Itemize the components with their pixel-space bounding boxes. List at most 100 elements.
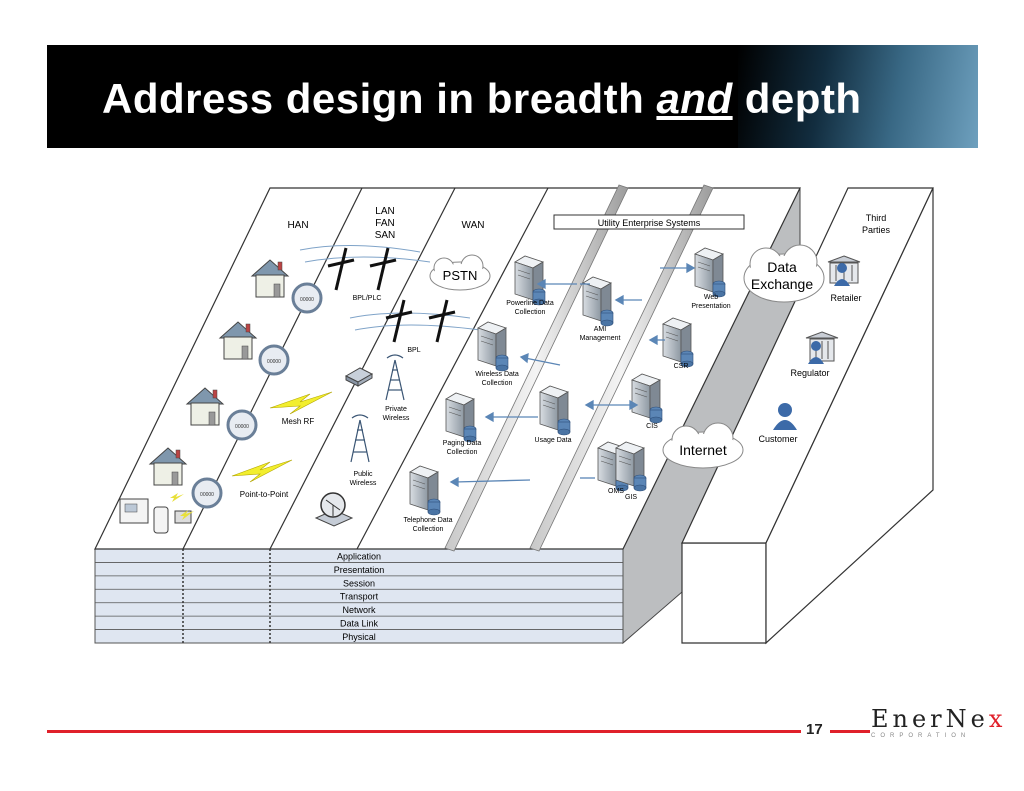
osi-layer-label: Data Link bbox=[340, 619, 379, 629]
logo-subtitle: CORPORATION bbox=[871, 733, 971, 739]
osi-layer-label: Presentation bbox=[334, 565, 385, 575]
satellite-dish-icon bbox=[314, 492, 354, 527]
router-icon bbox=[344, 367, 374, 387]
telephone-label-2: Collection bbox=[413, 526, 444, 533]
meter-reading: 00000 bbox=[300, 297, 314, 303]
house-icon bbox=[250, 259, 290, 298]
cis-label: CIS bbox=[646, 423, 658, 430]
bpl-label: BPL bbox=[407, 347, 420, 354]
meter-reading: 00000 bbox=[267, 359, 281, 365]
powerline-label-2: Collection bbox=[515, 309, 546, 316]
server-icon bbox=[694, 247, 726, 298]
pipe-left bbox=[444, 184, 629, 552]
enterprise-header: Utility Enterprise Systems bbox=[598, 218, 701, 228]
pipe-right bbox=[529, 184, 714, 552]
meter-icon: 00000 bbox=[258, 344, 290, 376]
meter-reading: 00000 bbox=[200, 492, 214, 498]
powerline-label-1: Powerline Data bbox=[506, 300, 554, 307]
home-devices-icon bbox=[119, 493, 194, 534]
public-wireless-label-1: Public bbox=[353, 471, 373, 478]
csr-label: CSR bbox=[674, 363, 689, 370]
server-icon bbox=[409, 465, 441, 516]
meter-icon: 00000 bbox=[226, 409, 258, 441]
ami-label-2: Management bbox=[580, 335, 621, 342]
retailer-icon bbox=[827, 255, 861, 286]
server-icon bbox=[615, 441, 647, 492]
bpl-plc-label: BPL/PLC bbox=[353, 295, 382, 302]
osi-layer-label: Session bbox=[343, 578, 375, 588]
public-wireless-label-2: Wireless bbox=[350, 480, 377, 487]
wireless-label-1: Wireless Data bbox=[475, 371, 519, 378]
title-part-1: Address design in breadth bbox=[102, 75, 657, 122]
osi-layer-label: Physical bbox=[342, 632, 376, 642]
data-exchange-cloud: Data Exchange bbox=[743, 244, 825, 303]
mesh-rf-label: Mesh RF bbox=[282, 417, 315, 426]
pstn-label: PSTN bbox=[443, 268, 478, 283]
telephone-label-1: Telephone Data bbox=[403, 517, 452, 524]
web-label-1: Web bbox=[704, 294, 718, 301]
web-label-2: Presentation bbox=[691, 303, 730, 310]
customer-label: Customer bbox=[758, 434, 797, 444]
enterprise-header-box bbox=[553, 214, 745, 230]
logo-name: EnerNe bbox=[871, 705, 989, 733]
meter-icon: 00000 bbox=[291, 282, 323, 314]
divider-wan-enterprise bbox=[356, 187, 549, 550]
title-part-2: depth bbox=[732, 75, 862, 122]
data-exchange-label-2: Exchange bbox=[751, 276, 813, 292]
server-icon bbox=[514, 255, 546, 306]
column-han: HAN bbox=[287, 220, 308, 231]
server-icon bbox=[662, 317, 694, 368]
private-wireless-label-1: Private bbox=[385, 406, 407, 413]
column-parties: Parties bbox=[862, 225, 891, 235]
house-icon bbox=[185, 387, 225, 426]
pstn-cloud: PSTN bbox=[429, 254, 491, 291]
private-wireless-tower-icon bbox=[385, 354, 405, 401]
wireless-label-2: Collection bbox=[482, 380, 513, 387]
logo-x: x bbox=[988, 705, 1007, 733]
data-exchange-label-1: Data bbox=[767, 259, 797, 275]
oms-label: OMS bbox=[608, 488, 624, 495]
retailer-label: Retailer bbox=[830, 293, 861, 303]
title-emphasis: and bbox=[656, 75, 733, 122]
gis-label: GIS bbox=[625, 494, 637, 501]
title-banner: Address design in breadth and depth bbox=[47, 45, 978, 148]
osi-layer-label: Network bbox=[342, 605, 376, 615]
data-flow-arrows bbox=[449, 262, 696, 488]
page-number: 17 bbox=[806, 721, 823, 738]
server-icon bbox=[631, 373, 663, 424]
internet-cloud: Internet bbox=[662, 422, 744, 469]
slide-title: Address design in breadth and depth bbox=[102, 75, 862, 123]
ami-label-1: AMI bbox=[594, 326, 607, 333]
company-logo: EnerNex CORPORATION bbox=[871, 705, 1003, 745]
column-fan: FAN bbox=[375, 218, 394, 229]
server-icon bbox=[539, 385, 571, 436]
divider-lan-wan bbox=[269, 187, 456, 550]
power-poles bbox=[327, 247, 456, 343]
paging-label-1: Paging Data bbox=[443, 440, 482, 447]
footer-line-left bbox=[47, 730, 801, 733]
banner-decoration bbox=[738, 45, 978, 148]
meter-icon: 00000 bbox=[191, 477, 223, 509]
column-lan: LAN bbox=[375, 206, 394, 217]
third-parties-front bbox=[681, 542, 767, 644]
column-wan: WAN bbox=[462, 220, 485, 231]
house-icon bbox=[148, 447, 188, 486]
mesh-rf-lightning-icon bbox=[269, 391, 333, 415]
public-wireless-tower-icon bbox=[350, 414, 370, 463]
house-icon bbox=[218, 321, 258, 360]
internet-label: Internet bbox=[679, 442, 727, 458]
footer-line-right bbox=[830, 730, 870, 733]
osi-layer-stack: ApplicationPresentationSessionTransportN… bbox=[94, 548, 624, 644]
private-wireless-label-2: Wireless bbox=[383, 415, 410, 422]
server-icon bbox=[445, 392, 477, 443]
osi-layer-label: Application bbox=[337, 551, 381, 561]
server-group bbox=[409, 247, 726, 516]
server-icon bbox=[582, 276, 614, 327]
third-parties-side bbox=[765, 187, 934, 645]
regulator-icon bbox=[805, 331, 839, 364]
paging-label-2: Collection bbox=[447, 449, 478, 456]
customer-icon bbox=[773, 403, 797, 430]
column-san: SAN bbox=[375, 230, 396, 241]
regulator-label: Regulator bbox=[790, 368, 829, 378]
